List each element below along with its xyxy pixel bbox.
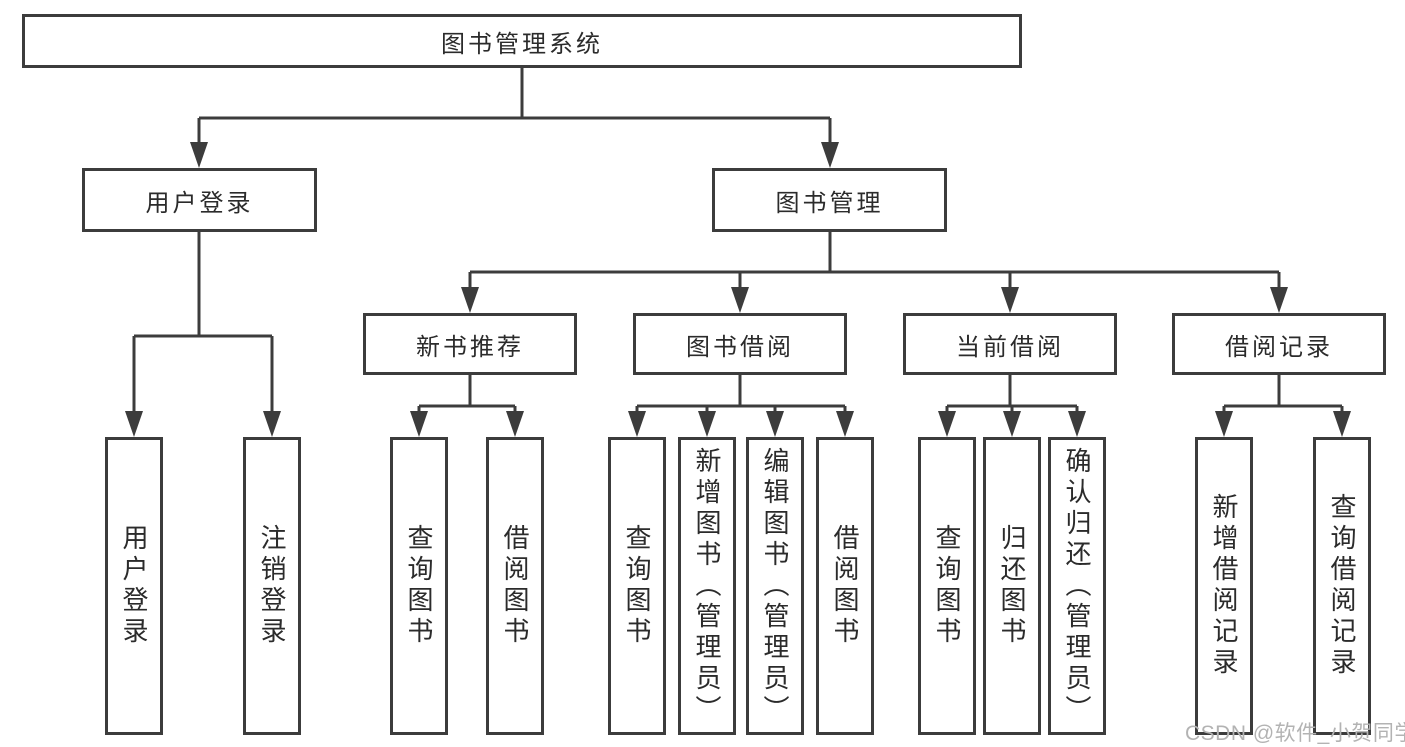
leaf-confirm-return-admin: 确认归还（管理员） <box>1048 437 1106 735</box>
node-book-management: 图书管理 <box>712 168 947 232</box>
leaf-add-borrow-record: 新增借阅记录 <box>1195 437 1253 735</box>
leaf-borrow-books: 借阅图书 <box>816 437 874 735</box>
node-current-borrowing: 当前借阅 <box>903 313 1117 375</box>
leaf-query-borrow-record: 查询借阅记录 <box>1313 437 1371 735</box>
leaf-edit-books-admin: 编辑图书（管理员） <box>746 437 804 735</box>
leaf-label: 新增借阅记录 <box>1209 493 1239 679</box>
leaf-add-books-admin: 新增图书（管理员） <box>678 437 736 735</box>
node-library-management-system: 图书管理系统 <box>22 14 1022 68</box>
node-user-login: 用户登录 <box>82 168 317 232</box>
leaf-label: 确认归还（管理员） <box>1062 446 1092 726</box>
leaf-query-books: 查询图书 <box>918 437 976 735</box>
leaf-label: 注销登录 <box>257 524 287 648</box>
node-borrowing-records: 借阅记录 <box>1172 313 1386 375</box>
leaf-query-books: 查询图书 <box>390 437 448 735</box>
leaf-label: 新增图书（管理员） <box>692 446 722 726</box>
connector-paths <box>132 68 1344 414</box>
node-book-borrowing: 图书借阅 <box>633 313 847 375</box>
leaf-return-books: 归还图书 <box>983 437 1041 735</box>
node-new-book-recommendation: 新书推荐 <box>363 313 577 375</box>
leaf-label: 借阅图书 <box>830 524 860 648</box>
arrowheads <box>125 142 1351 437</box>
leaf-query-books: 查询图书 <box>608 437 666 735</box>
leaf-label: 查询借阅记录 <box>1327 493 1357 679</box>
leaf-label: 查询图书 <box>932 524 962 648</box>
leaf-logout: 注销登录 <box>243 437 301 735</box>
leaf-borrow-books: 借阅图书 <box>486 437 544 735</box>
leaf-label: 查询图书 <box>622 524 652 648</box>
leaf-label: 编辑图书（管理员） <box>760 446 790 726</box>
leaf-label: 归还图书 <box>997 524 1027 648</box>
leaf-label: 查询图书 <box>404 524 434 648</box>
leaf-label: 借阅图书 <box>500 524 530 648</box>
csdn-watermark: CSDN @软件_小贺同学 <box>1185 722 1405 745</box>
leaf-user-login: 用户登录 <box>105 437 163 735</box>
leaf-label: 用户登录 <box>119 524 149 648</box>
